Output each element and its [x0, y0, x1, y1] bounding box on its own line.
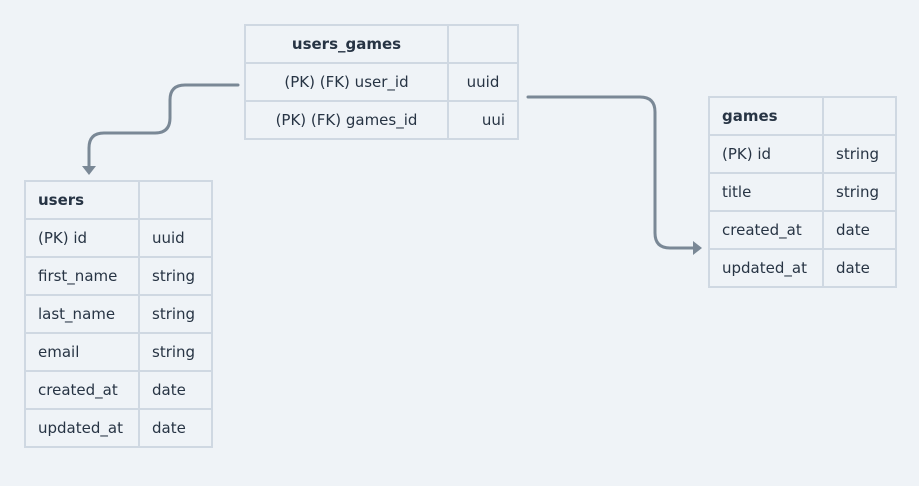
column-name: (PK) id	[24, 218, 140, 258]
column-name: last_name	[24, 294, 140, 334]
arrowhead-icon	[82, 166, 96, 175]
arrowhead-icon	[693, 241, 702, 255]
table-row: (PK) id uuid	[24, 218, 213, 258]
column-name: first_name	[24, 256, 140, 296]
header-type-cell	[138, 180, 213, 220]
users-games-table: users_games (PK) (FK) user_id uuid (PK) …	[244, 24, 519, 140]
column-name: (PK) (FK) games_id	[244, 100, 449, 140]
header-type-cell	[822, 96, 897, 136]
table-name: games	[708, 96, 824, 136]
column-type: string	[822, 172, 897, 212]
table-row: updated_at date	[708, 248, 897, 288]
table-row: title string	[708, 172, 897, 212]
table-row: created_at date	[24, 370, 213, 410]
table-row: last_name string	[24, 294, 213, 334]
table-row: created_at date	[708, 210, 897, 250]
games-table: games (PK) id string title string create…	[708, 96, 897, 288]
column-name: email	[24, 332, 140, 372]
table-header-row: users_games	[244, 24, 519, 64]
table-row: first_name string	[24, 256, 213, 296]
column-type: date	[822, 248, 897, 288]
connector-user-id-to-users	[87, 83, 240, 168]
column-type: date	[138, 370, 213, 410]
table-header-row: games	[708, 96, 897, 136]
column-type: string	[138, 332, 213, 372]
column-name: created_at	[708, 210, 824, 250]
table-row: updated_at date	[24, 408, 213, 448]
column-type: uuid	[447, 62, 519, 102]
column-type: string	[138, 294, 213, 334]
column-name: created_at	[24, 370, 140, 410]
table-row: (PK) (FK) games_id uui	[244, 100, 519, 140]
column-name: (PK) id	[708, 134, 824, 174]
column-name: updated_at	[708, 248, 824, 288]
column-name: (PK) (FK) user_id	[244, 62, 449, 102]
column-type: string	[138, 256, 213, 296]
column-type: date	[822, 210, 897, 250]
table-name: users_games	[244, 24, 449, 64]
table-row: email string	[24, 332, 213, 372]
column-name: updated_at	[24, 408, 140, 448]
header-type-cell	[447, 24, 519, 64]
table-row: (PK) (FK) user_id uuid	[244, 62, 519, 102]
table-header-row: users	[24, 180, 213, 220]
table-row: (PK) id string	[708, 134, 897, 174]
column-type: string	[822, 134, 897, 174]
connector-games-id-to-games	[526, 95, 696, 250]
column-type: date	[138, 408, 213, 448]
column-name: title	[708, 172, 824, 212]
column-type: uuid	[138, 218, 213, 258]
column-type: uui	[447, 100, 519, 140]
table-name: users	[24, 180, 140, 220]
users-table: users (PK) id uuid first_name string las…	[24, 180, 213, 448]
